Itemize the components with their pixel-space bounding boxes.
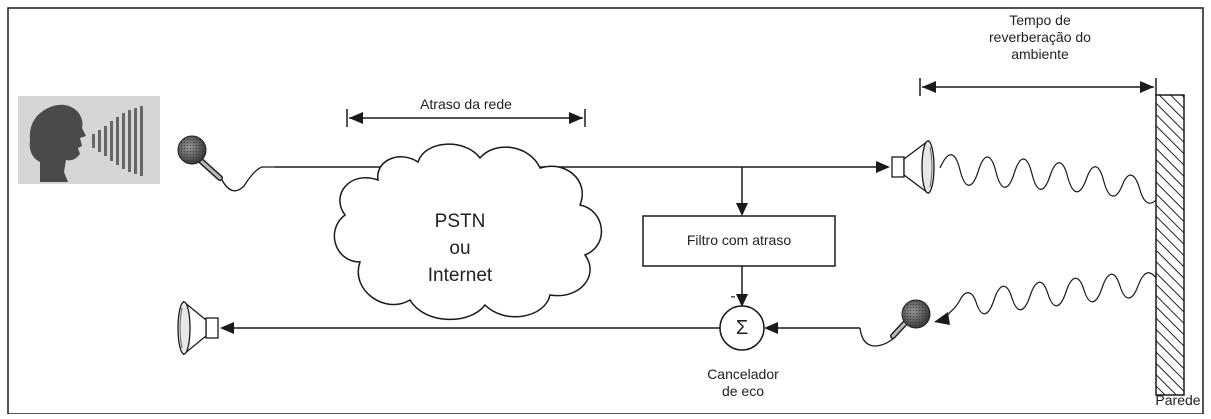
- cloud-label-line2: ou: [449, 238, 471, 259]
- cloud-label-line3: Internet: [427, 265, 493, 286]
- loudspeaker-icon: [177, 300, 219, 356]
- acoustic-path-echo: [943, 272, 1157, 319]
- canceller-label-line1: Cancelador: [707, 366, 779, 382]
- canceller-label-line2: de eco: [721, 383, 765, 399]
- microphone-icon: [890, 299, 931, 339]
- cloud-label-line1: PSTN: [434, 211, 486, 232]
- sigma-symbol: Σ: [735, 317, 749, 339]
- reverberation-dimension: [919, 78, 1157, 96]
- network-delay-label: Atraso da rede: [420, 96, 512, 112]
- delay-filter-box: [642, 215, 836, 267]
- speaking-person-icon: [18, 96, 160, 184]
- reverberation-label-line1: Tempo de: [1009, 12, 1071, 28]
- network-cloud: [333, 143, 602, 321]
- filter-label: Filtro com atraso: [686, 232, 792, 248]
- acoustic-path-to-wall: [939, 154, 1157, 204]
- diagram-border: [7, 7, 1204, 415]
- wall: [1155, 94, 1185, 396]
- minus-sign: -: [730, 288, 736, 305]
- reverberation-label-line2: reverberação do: [989, 29, 1091, 45]
- loudspeaker-icon: [891, 139, 935, 195]
- wall-label: Parede: [1155, 392, 1201, 408]
- reverberation-label-line3: ambiente: [1011, 46, 1069, 62]
- network-delay-dimension: [346, 109, 586, 127]
- microphone-icon: [177, 135, 223, 181]
